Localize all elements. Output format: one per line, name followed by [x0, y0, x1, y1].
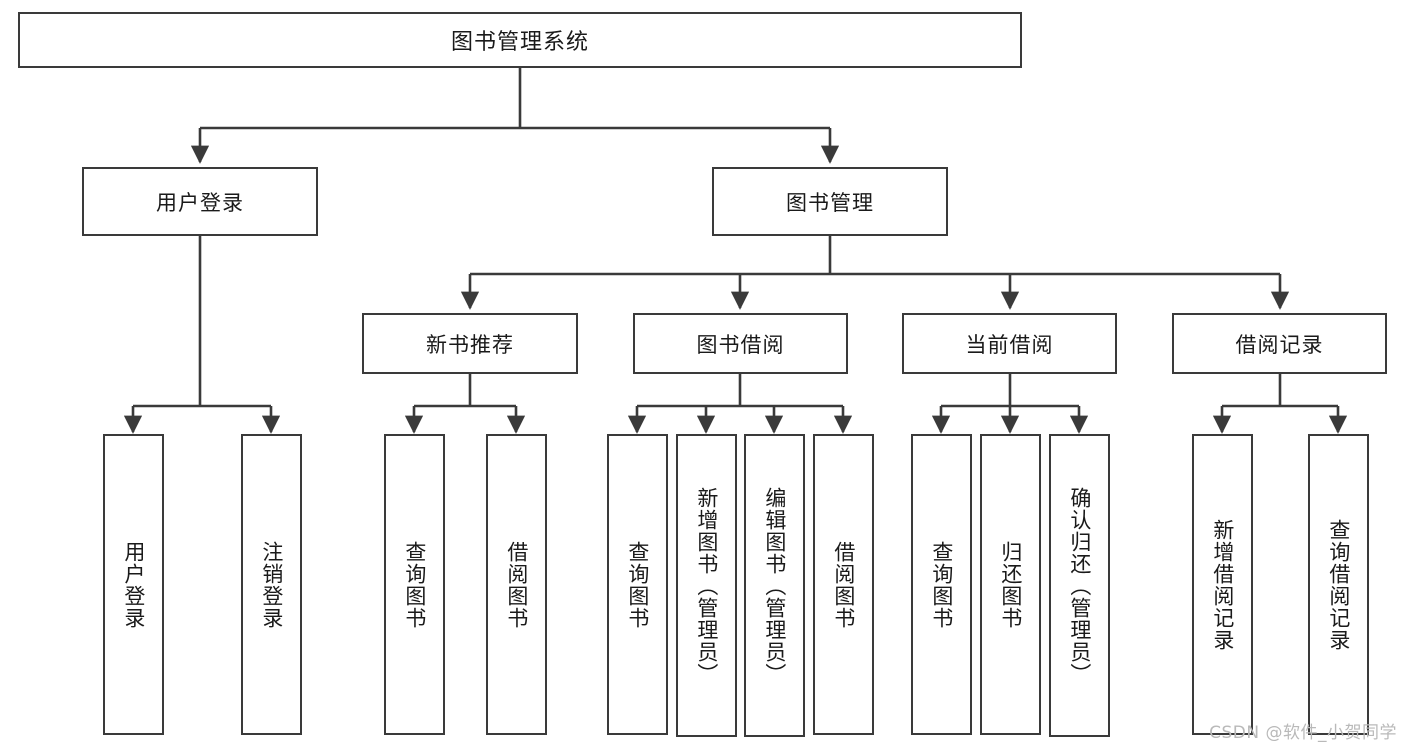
leaf-add-book-admin[interactable]: 新增图书（管理员）: [676, 434, 737, 737]
node-book-management[interactable]: 图书管理: [712, 167, 948, 236]
node-book-management-system[interactable]: 图书管理系统: [18, 12, 1022, 68]
leaf-return-book[interactable]: 归还图书: [980, 434, 1041, 735]
leaf-add-borrow-record[interactable]: 新增借阅记录: [1192, 434, 1253, 735]
node-label: 借阅图书: [504, 540, 529, 629]
node-label: 查询图书: [625, 540, 650, 629]
node-book-borrow[interactable]: 图书借阅: [633, 313, 848, 374]
leaf-borrow-book-recommend[interactable]: 借阅图书: [486, 434, 547, 735]
node-current-borrow[interactable]: 当前借阅: [902, 313, 1117, 374]
node-borrow-record[interactable]: 借阅记录: [1172, 313, 1387, 374]
leaf-confirm-return-admin[interactable]: 确认归还（管理员）: [1049, 434, 1110, 737]
node-label: 查询借阅记录: [1326, 518, 1351, 651]
node-label: 用户登录: [121, 540, 146, 629]
node-user-login[interactable]: 用户登录: [82, 167, 318, 236]
node-label: 确认归还（管理员）: [1067, 486, 1092, 685]
leaf-query-book-recommend[interactable]: 查询图书: [384, 434, 445, 735]
leaf-query-book-current[interactable]: 查询图书: [911, 434, 972, 735]
csdn-watermark: CSDN @软件_小贺同学: [1209, 723, 1397, 743]
leaf-query-borrow-record[interactable]: 查询借阅记录: [1308, 434, 1369, 735]
node-label: 新增借阅记录: [1210, 518, 1235, 651]
node-label: 归还图书: [998, 540, 1023, 629]
node-label: 用户登录: [156, 190, 244, 215]
node-label: 编辑图书（管理员）: [762, 486, 787, 685]
node-label: 图书借阅: [696, 332, 785, 357]
node-new-book-recommend[interactable]: 新书推荐: [362, 313, 578, 374]
node-label: 查询图书: [402, 540, 427, 629]
node-label: 图书管理: [786, 190, 874, 215]
node-label: 新书推荐: [426, 332, 514, 357]
leaf-query-book-borrow[interactable]: 查询图书: [607, 434, 668, 735]
node-label: 图书管理系统: [450, 30, 589, 55]
leaf-edit-book-admin[interactable]: 编辑图书（管理员）: [744, 434, 805, 737]
leaf-logout-login[interactable]: 注销登录: [241, 434, 302, 735]
node-label: 查询图书: [929, 540, 954, 629]
node-label: 新增图书（管理员）: [694, 486, 719, 685]
node-label: 注销登录: [259, 540, 284, 629]
leaf-user-login[interactable]: 用户登录: [103, 434, 164, 735]
node-label: 借阅记录: [1235, 332, 1324, 357]
leaf-borrow-book[interactable]: 借阅图书: [813, 434, 874, 735]
node-label: 当前借阅: [965, 332, 1054, 357]
node-label: 借阅图书: [831, 540, 856, 629]
